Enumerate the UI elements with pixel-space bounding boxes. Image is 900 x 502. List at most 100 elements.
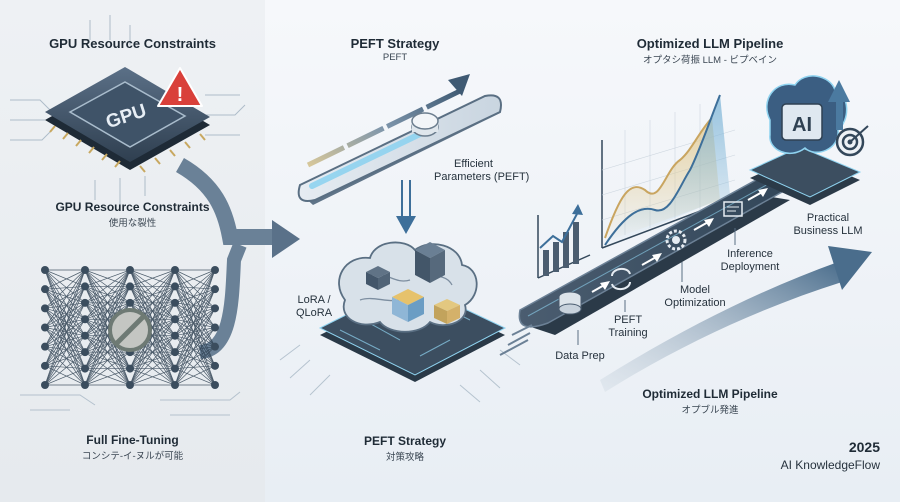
nn-connection bbox=[84, 269, 131, 304]
efficient-params-label: Efficient Parameters (PEFT) bbox=[434, 158, 554, 184]
step-inference-line2: Deployment bbox=[720, 261, 780, 273]
nn-connection bbox=[174, 308, 216, 353]
nn-connection bbox=[44, 288, 86, 353]
nn-connection bbox=[44, 351, 86, 367]
nn-connection bbox=[174, 289, 216, 386]
pipeline-subtitle: オプタシ荷振 LLM - ビプベイン bbox=[642, 55, 778, 66]
nn-connection bbox=[44, 319, 86, 367]
nn-connection bbox=[44, 327, 86, 353]
nn-connection bbox=[44, 286, 86, 347]
nn-connection bbox=[44, 308, 86, 353]
peft-subtitle: PEFT bbox=[382, 52, 408, 63]
nn-connection bbox=[44, 286, 86, 386]
nn-connection bbox=[174, 269, 216, 353]
nn-node bbox=[171, 282, 179, 291]
nn-connection bbox=[174, 351, 216, 386]
nn-connection bbox=[84, 269, 131, 386]
nn-node bbox=[211, 304, 219, 313]
nn-connection bbox=[44, 335, 86, 348]
pipeline-leader-lines bbox=[577, 228, 736, 345]
efficient-params-line1: Efficient bbox=[454, 158, 493, 170]
nn-node bbox=[171, 331, 179, 340]
step-data-prep: Data Prep bbox=[555, 350, 605, 362]
nn-connection bbox=[44, 327, 86, 337]
document-icon bbox=[723, 201, 743, 217]
nn-connection bbox=[174, 288, 216, 304]
nn-connection bbox=[174, 318, 216, 347]
nn-node bbox=[41, 361, 49, 370]
nn-connection bbox=[174, 302, 216, 367]
nn-node bbox=[41, 323, 49, 332]
nn-connection bbox=[174, 335, 216, 348]
nn-node bbox=[171, 315, 179, 324]
nn-connection bbox=[44, 269, 86, 353]
nn-connection bbox=[44, 302, 86, 347]
nn-connection bbox=[44, 289, 86, 386]
step-model-optimization: Model Optimization bbox=[650, 284, 740, 310]
nn-connection bbox=[129, 269, 176, 287]
nn-connection bbox=[174, 365, 216, 369]
nn-node bbox=[81, 266, 89, 274]
lora-line1: LoRA / bbox=[297, 294, 331, 306]
footer-brand: AI KnowledgeFlow bbox=[780, 458, 880, 472]
nn-node bbox=[126, 364, 134, 373]
nn-connection bbox=[174, 335, 216, 367]
nn-connection bbox=[174, 319, 216, 386]
gear-icon bbox=[665, 229, 687, 251]
nn-node bbox=[171, 381, 179, 389]
nn-connection bbox=[44, 288, 86, 320]
nn-connection bbox=[174, 269, 216, 287]
speed-lines bbox=[499, 324, 533, 356]
footer-year: 2025 bbox=[848, 439, 880, 455]
nn-connection bbox=[129, 286, 176, 386]
nn-connection bbox=[44, 302, 86, 328]
nn-connection bbox=[174, 269, 216, 336]
nn-node bbox=[41, 285, 49, 294]
lora-label: LoRA / QLoRA bbox=[284, 294, 344, 320]
nn-node bbox=[81, 364, 89, 373]
gpu-caption-title: GPU Resource Constraints bbox=[55, 200, 210, 214]
nn-connection bbox=[44, 269, 86, 336]
nn-connection bbox=[174, 346, 216, 386]
nn-node bbox=[81, 348, 89, 357]
step-practical-business-llm: Practical Business LLM bbox=[778, 212, 878, 238]
nn-connection bbox=[44, 318, 86, 347]
nn-connection bbox=[84, 269, 131, 369]
nn-connection bbox=[44, 269, 86, 369]
step-peft-training-line1: PEFT bbox=[613, 314, 643, 326]
nn-node bbox=[41, 381, 49, 389]
nn-connection bbox=[174, 289, 216, 369]
pipeline-title: Optimized LLM Pipeline bbox=[636, 36, 784, 51]
nn-connection bbox=[44, 286, 86, 309]
nn-node bbox=[81, 381, 89, 389]
nn-connection bbox=[174, 365, 216, 386]
gpu-chip-icon bbox=[45, 67, 210, 173]
nn-connection bbox=[129, 351, 176, 386]
nn-connection bbox=[44, 269, 86, 347]
lora-line2: QLoRA bbox=[295, 307, 333, 319]
full-finetuning-title: Full Fine-Tuning bbox=[86, 433, 179, 447]
nn-connection bbox=[174, 319, 216, 367]
nn-node bbox=[211, 285, 219, 294]
nn-connection bbox=[84, 269, 131, 353]
nn-connection bbox=[44, 288, 86, 304]
nn-connection bbox=[44, 286, 86, 328]
nn-node bbox=[171, 364, 179, 373]
nn-node bbox=[126, 298, 134, 307]
nn-connection bbox=[174, 308, 216, 386]
ai-platform bbox=[748, 146, 862, 205]
flow-arrow-head bbox=[272, 220, 300, 258]
nn-connection bbox=[174, 351, 216, 367]
nn-connection bbox=[174, 288, 216, 320]
nn-connection bbox=[44, 286, 86, 290]
full-finetuning-sub: コンシテ-イ-ヌルが可能 bbox=[81, 451, 184, 462]
nn-connection bbox=[174, 288, 216, 353]
ai-label: AI bbox=[792, 114, 812, 136]
nn-connection bbox=[84, 269, 131, 336]
nn-connection bbox=[174, 327, 216, 386]
circuit-traces bbox=[10, 15, 246, 205]
nn-connection bbox=[174, 302, 216, 328]
nn-node bbox=[171, 348, 179, 357]
slider-progress-arrow bbox=[306, 87, 464, 168]
peft-bottom-sub: 対策攻略 bbox=[385, 452, 424, 463]
